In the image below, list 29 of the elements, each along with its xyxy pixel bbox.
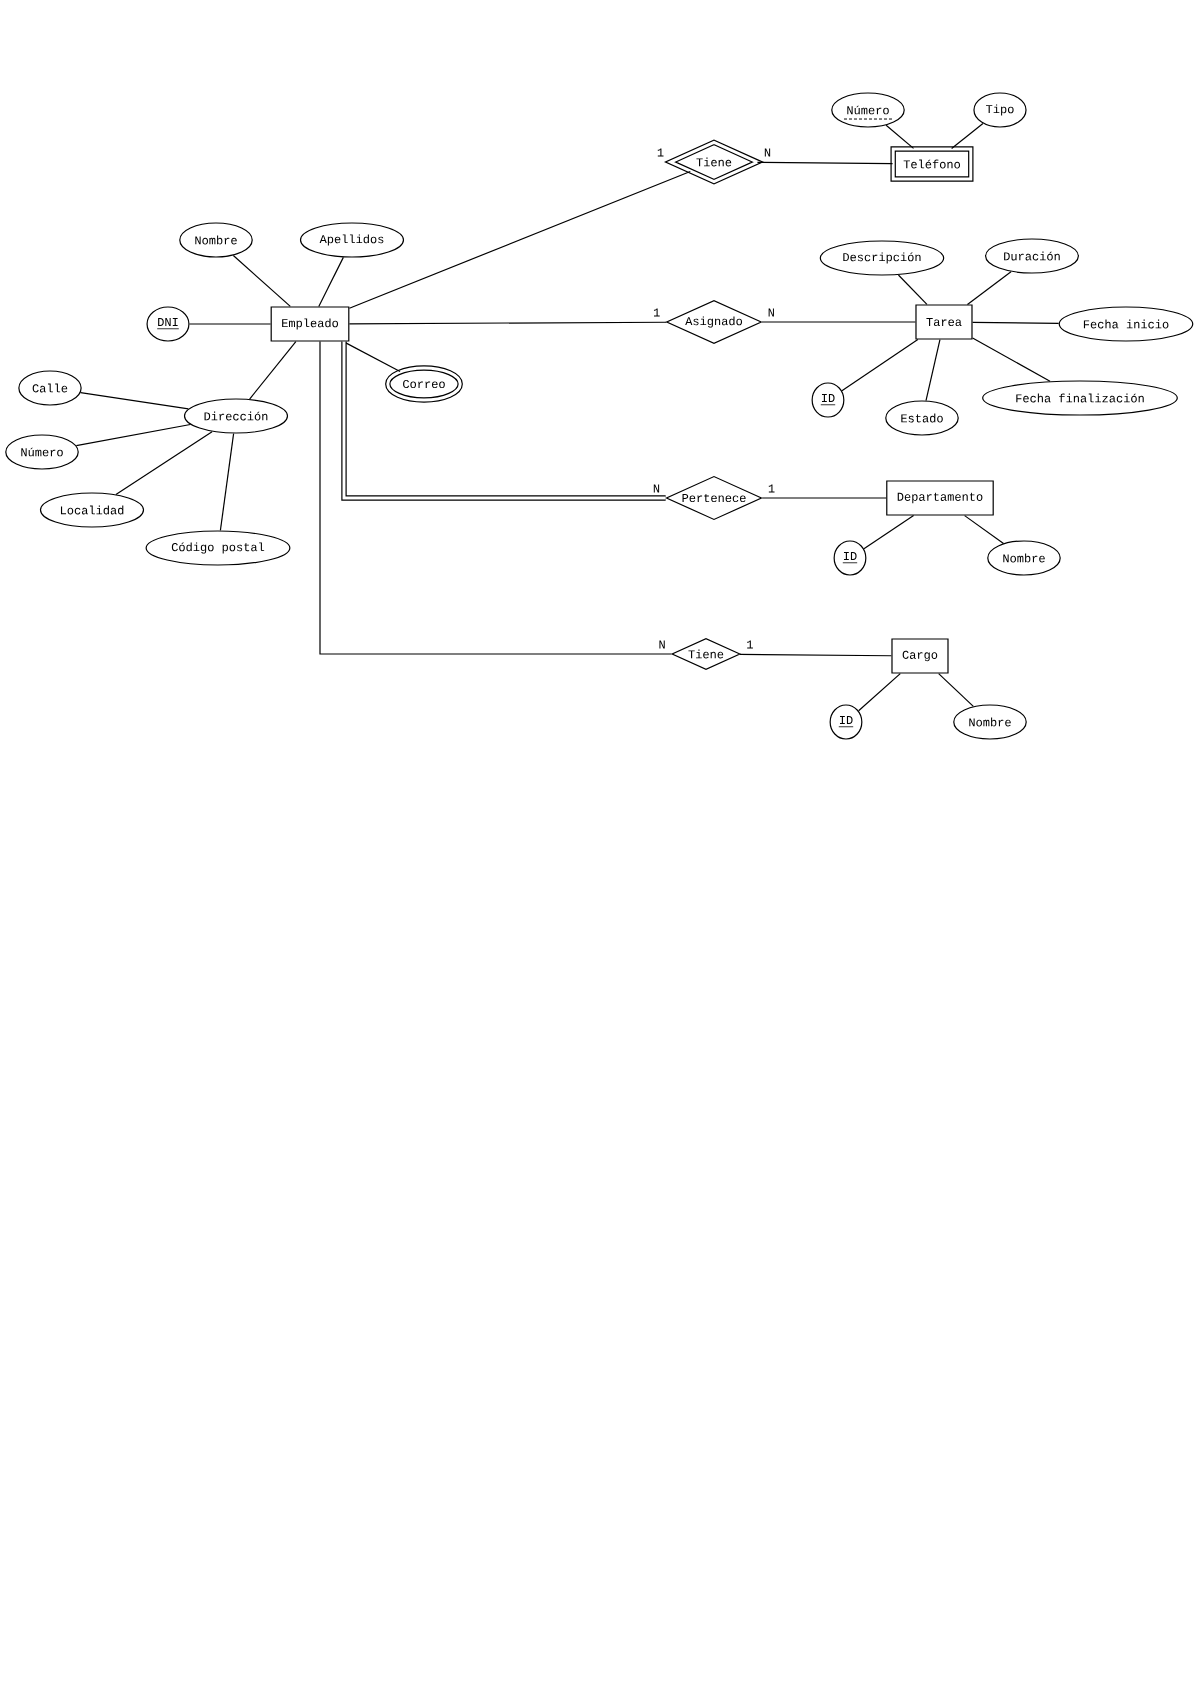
connector-line	[348, 321, 667, 325]
connector-line	[319, 341, 672, 655]
connector-line	[885, 124, 915, 149]
connector-line	[972, 321, 1060, 324]
connector-line	[115, 431, 213, 495]
connector-line	[188, 323, 272, 325]
connector-line	[863, 515, 915, 550]
connector-line	[341, 341, 666, 501]
connector-line	[232, 254, 291, 308]
connector-line	[75, 423, 191, 447]
connector-line	[897, 274, 928, 306]
connector-line	[761, 321, 916, 323]
connector-line	[841, 339, 919, 392]
connector-line	[938, 673, 974, 707]
connector-line	[756, 161, 894, 165]
connector-line	[249, 341, 297, 400]
connector-line	[348, 170, 691, 309]
connector-line	[739, 653, 892, 657]
connector-line	[972, 337, 1051, 382]
connector-line	[951, 122, 984, 149]
connector-line	[925, 339, 941, 402]
connector-line	[342, 341, 401, 372]
connector-line	[80, 392, 189, 410]
connector-line	[318, 256, 344, 308]
connector-line	[858, 673, 901, 712]
connector-line	[966, 271, 1012, 306]
connector-line	[219, 433, 235, 531]
connector-line	[761, 497, 887, 499]
connector-line	[964, 515, 1005, 544]
